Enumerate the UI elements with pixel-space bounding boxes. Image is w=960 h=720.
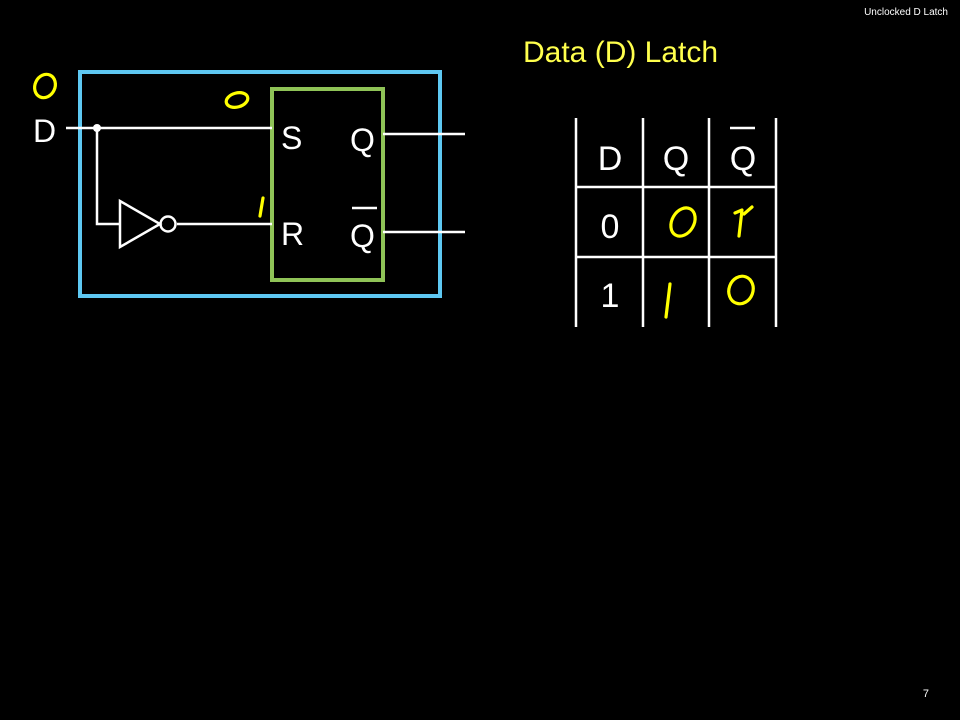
not-gate (118, 198, 177, 250)
d-input-label: D (33, 113, 56, 149)
truth-table-cell-d: 0 (601, 208, 620, 246)
slide-title: Data (D) Latch (523, 36, 719, 69)
page-number: 7 (922, 688, 929, 700)
handwritten-q-row1 (664, 282, 672, 319)
latch-outer-box (78, 70, 442, 298)
r-input-label: R (281, 216, 304, 252)
q-output-label: Q (350, 122, 375, 158)
handwritten-qbar-row1 (727, 274, 755, 306)
inverter-branch-wire (95, 128, 120, 226)
junction-dot (93, 124, 101, 132)
truth-table-header: Q (730, 140, 756, 178)
handwritten-zero-s (224, 91, 250, 109)
sr-latch-box (270, 87, 385, 282)
truth-table-header: Q (663, 140, 689, 178)
truth-table: D Q Q 0 1 (574, 118, 778, 327)
circuit-wires (66, 126, 465, 234)
qbar-output-label: Q (350, 218, 375, 254)
handwritten-q-row0 (669, 206, 697, 238)
handwritten-one-r (258, 196, 265, 218)
slide-header-label: Unclocked D Latch (864, 7, 948, 18)
handwritten-annotations-circuit (33, 72, 265, 218)
handwritten-qbar-row0 (733, 205, 754, 238)
truth-table-cell-d: 1 (601, 277, 620, 315)
handwritten-zero-d (33, 72, 57, 100)
s-input-label: S (281, 120, 302, 156)
truth-table-header: D (598, 140, 623, 178)
